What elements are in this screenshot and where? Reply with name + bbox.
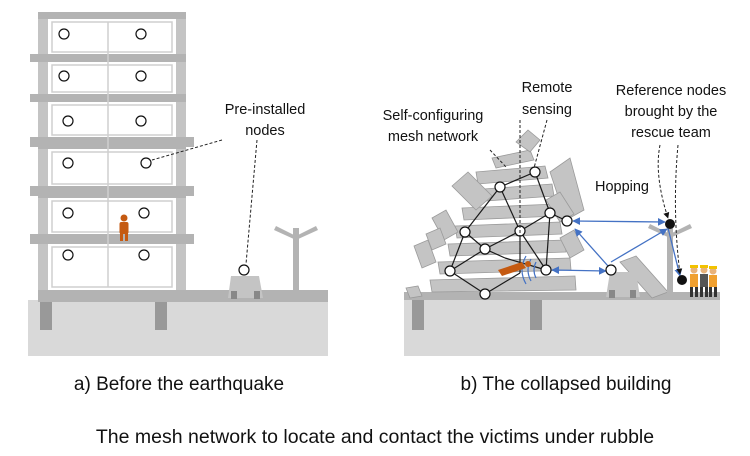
node [138,249,150,261]
pier [40,300,52,330]
leader-lines-b [489,119,683,275]
panel-a-intact-building: Pre-installed nodes [28,12,328,356]
label-reference-line1: Reference nodes [616,83,726,99]
car-icon [228,264,263,299]
node [135,115,147,127]
label-reference-line2: brought by the [625,104,718,120]
node [62,115,74,127]
building-wall-right [176,12,186,302]
window-frames [51,21,173,288]
fallen-slabs-right [545,157,669,299]
car-icon [606,272,640,298]
label-remote-line1: Remote [522,80,573,96]
label-mesh-line2: mesh network [388,129,479,145]
person-icon [119,214,129,241]
victim-icon [498,261,531,276]
fallen-slabs-left [405,171,493,299]
leader-line-preinstalled [151,139,223,161]
label-remote-line2: sensing [522,102,572,118]
rescue-team-icon [690,265,717,297]
building-wall-left [38,12,48,302]
node [238,264,250,276]
node [62,207,74,219]
node [540,264,552,276]
caption-panel-a: a) Before the earthquake [74,374,284,395]
preinstalled-nodes [58,28,152,261]
node [62,157,74,169]
node [62,249,74,261]
street-lamp-icon [274,226,318,300]
node [58,70,70,82]
reference-node [677,275,687,285]
base-slab [404,292,720,300]
ground-b [404,298,720,356]
mesh-network-links [449,171,568,295]
node [135,28,147,40]
remote-sensing-waves [521,255,537,285]
node [138,207,150,219]
pier [412,298,424,330]
label-reference-line3: rescue team [631,125,711,141]
node [529,166,541,178]
node [135,70,147,82]
node [459,226,471,238]
figure-title: The mesh network to locate and contact t… [96,426,654,448]
node [605,264,617,276]
node [479,243,491,255]
node [140,157,152,169]
reference-nodes [665,219,687,285]
label-preinstalled-line2: nodes [245,123,285,139]
reference-node [665,219,675,229]
caption-panel-b: b) The collapsed building [461,374,672,395]
label-hopping: Hopping [595,179,649,195]
node [444,265,456,277]
node [479,288,491,300]
node [494,181,506,193]
panel-b-collapsed-building: Self-configuring mesh network Remote sen… [383,80,726,356]
node [58,28,70,40]
pier [530,298,542,330]
label-mesh-line1: Self-configuring [383,108,484,124]
balconies [30,54,194,244]
leader-line-preinstalled-car [245,139,258,265]
label-preinstalled-line1: Pre-installed [225,102,306,118]
pier [155,300,167,330]
ground-a [28,300,328,356]
hopping-arrows [551,217,683,277]
node [561,215,573,227]
node [544,207,556,219]
